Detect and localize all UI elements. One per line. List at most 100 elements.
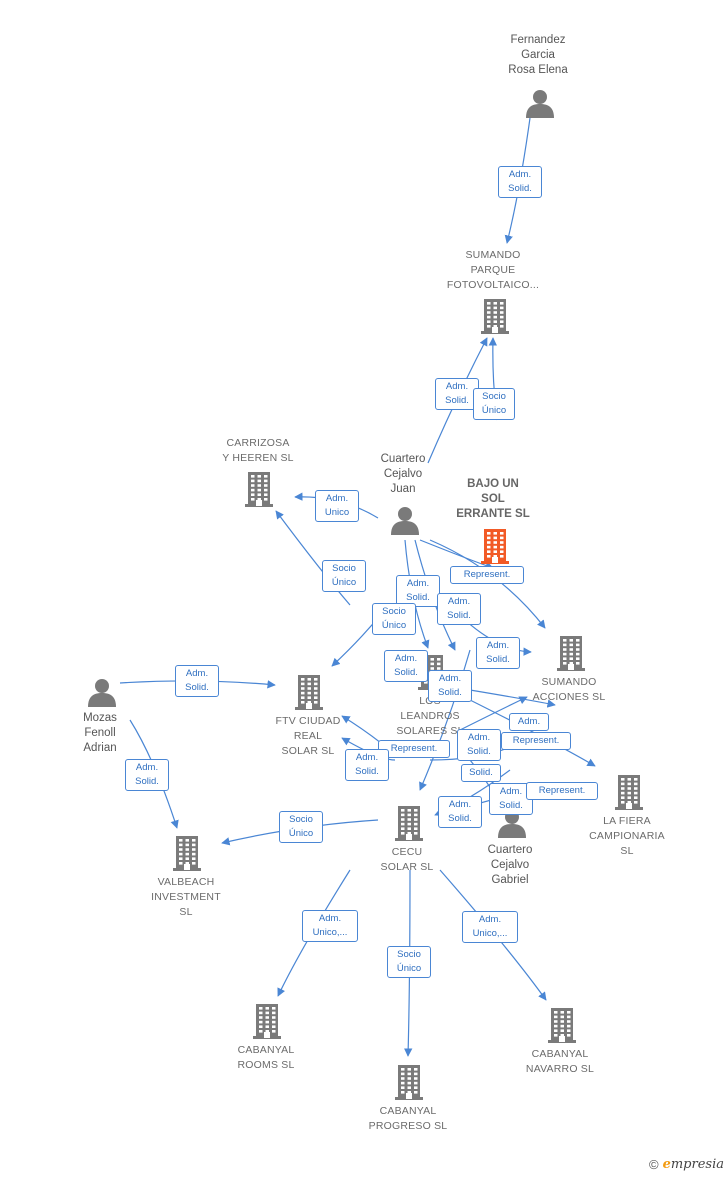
edge-label-line: Unico,... xyxy=(312,927,348,938)
building-icon-cabanyal-rooms[interactable] xyxy=(252,1003,282,1044)
node-label-line: ERRANTE SL xyxy=(456,508,530,520)
edge-label-line: Adm. xyxy=(448,799,472,810)
building-icon-sumando-acc[interactable] xyxy=(556,635,586,676)
person-icon-cuartero-juan[interactable] xyxy=(390,505,420,540)
edge-label-line: Solid. xyxy=(447,610,471,621)
edge-label-line: Solid. xyxy=(448,813,472,824)
edge-label-line: Adm. xyxy=(478,914,502,925)
edge-label-9[interactable]: Adm.Solid. xyxy=(476,637,520,669)
edge-label-line: Solid. xyxy=(135,776,159,787)
node-label-line: REAL xyxy=(293,730,323,742)
edge-label-13[interactable]: Adm. xyxy=(509,713,549,731)
edge-label-11[interactable]: Adm.Solid. xyxy=(175,665,219,697)
node-label-line: SOLAR SL xyxy=(281,745,335,757)
person-icon-mozas[interactable] xyxy=(87,677,117,712)
edge-label-line: Adm. xyxy=(447,596,471,607)
edge-label-line: Adm. xyxy=(499,786,523,797)
edge-label-line: Socio xyxy=(397,949,421,960)
edge-label-15[interactable]: Adm. Solid. xyxy=(428,670,472,702)
node-label-line: Cuartero xyxy=(487,844,533,856)
edge-label-7[interactable]: Adm. Solid. xyxy=(437,593,481,625)
edge-label-3[interactable]: Adm.Unico xyxy=(315,490,359,522)
edge-label-line: Solid. xyxy=(469,767,493,778)
node-label-line: CABANYAL xyxy=(531,1048,589,1060)
edge-label-0[interactable]: Adm.Solid. xyxy=(498,166,542,198)
node-label-line: Fenoll xyxy=(84,727,116,739)
node-label-line: SUMANDO xyxy=(465,249,521,261)
node-label-line: CECU xyxy=(391,846,423,858)
edge-label-line: Represent. xyxy=(538,785,586,796)
person-icon-fernandez[interactable] xyxy=(525,88,555,123)
node-label-line: ROOMS SL xyxy=(237,1059,295,1071)
edge-label-line: Represent. xyxy=(463,569,511,580)
edge-label-22[interactable]: Adm. Solid. xyxy=(438,796,482,828)
building-icon-ftv[interactable] xyxy=(294,674,324,715)
edge-label-26[interactable]: Adm. Unico,... xyxy=(462,911,518,943)
edge-label-line: Socio xyxy=(482,391,506,402)
edge-label-5[interactable]: Represent. xyxy=(450,566,524,584)
edge-label-line: Adm. xyxy=(394,653,418,664)
building-icon-cabanyal-progreso[interactable] xyxy=(394,1064,424,1105)
edge-label-line: Solid. xyxy=(467,746,491,757)
edge-label-6[interactable]: Adm.Solid. xyxy=(396,575,440,607)
building-icon-la-fiera[interactable] xyxy=(614,774,644,815)
building-icon-carrizosa[interactable] xyxy=(244,471,274,512)
node-label-line: Cejalvo xyxy=(383,468,423,480)
node-label-line: FOTOVOLTAICO... xyxy=(446,279,540,291)
edge-label-line: Adm. xyxy=(325,493,349,504)
building-icon-cecu[interactable] xyxy=(394,805,424,846)
edge-label-19[interactable]: Adm.Solid. xyxy=(345,749,389,781)
edge-label-12[interactable]: Adm.Solid. xyxy=(125,759,169,791)
edge-label-line: Adm. xyxy=(438,673,462,684)
building-icon-cabanyal-navarro[interactable] xyxy=(547,1007,577,1048)
edge-line-15 xyxy=(459,696,528,731)
building-icon-sumando-pf[interactable] xyxy=(480,298,510,339)
brand-logo[interactable]: empresia xyxy=(662,1157,724,1172)
edge-label-24[interactable]: Adm.Unico,... xyxy=(302,910,358,942)
edge-label-line: Solid. xyxy=(499,800,523,811)
edge-label-line: Solid. xyxy=(508,183,532,194)
edge-label-10[interactable]: Adm.Solid. xyxy=(384,650,428,682)
edge-label-16[interactable]: Represent. xyxy=(378,740,450,758)
edge-line-4 xyxy=(275,510,351,606)
copyright-symbol: © xyxy=(648,1157,659,1172)
building-icon-valbeach[interactable] xyxy=(172,835,202,876)
node-label-line: Rosa Elena xyxy=(508,64,568,76)
edge-label-line: Adm. xyxy=(467,732,491,743)
edge-label-17[interactable]: Adm. Solid. xyxy=(457,729,501,761)
node-label-line: SOL xyxy=(481,493,505,505)
edge-label-line: Represent. xyxy=(390,743,438,754)
edge-label-14[interactable]: Represent. xyxy=(501,732,571,750)
edge-label-1[interactable]: Adm.Solid. xyxy=(435,378,479,410)
edge-label-18[interactable]: Solid. xyxy=(461,764,501,782)
edge-label-21[interactable]: Represent. xyxy=(526,782,598,800)
copyright-notice: © empresia xyxy=(649,1157,724,1172)
edge-label-line: Adm. xyxy=(486,640,510,651)
edge-label-line: Represent. xyxy=(512,735,560,746)
building-icon-bajo-un-sol[interactable] xyxy=(480,528,510,569)
edge-label-line: Adm. xyxy=(185,668,209,679)
edge-label-line: Solid. xyxy=(438,687,462,698)
edge-label-line: Unico,... xyxy=(472,928,508,939)
